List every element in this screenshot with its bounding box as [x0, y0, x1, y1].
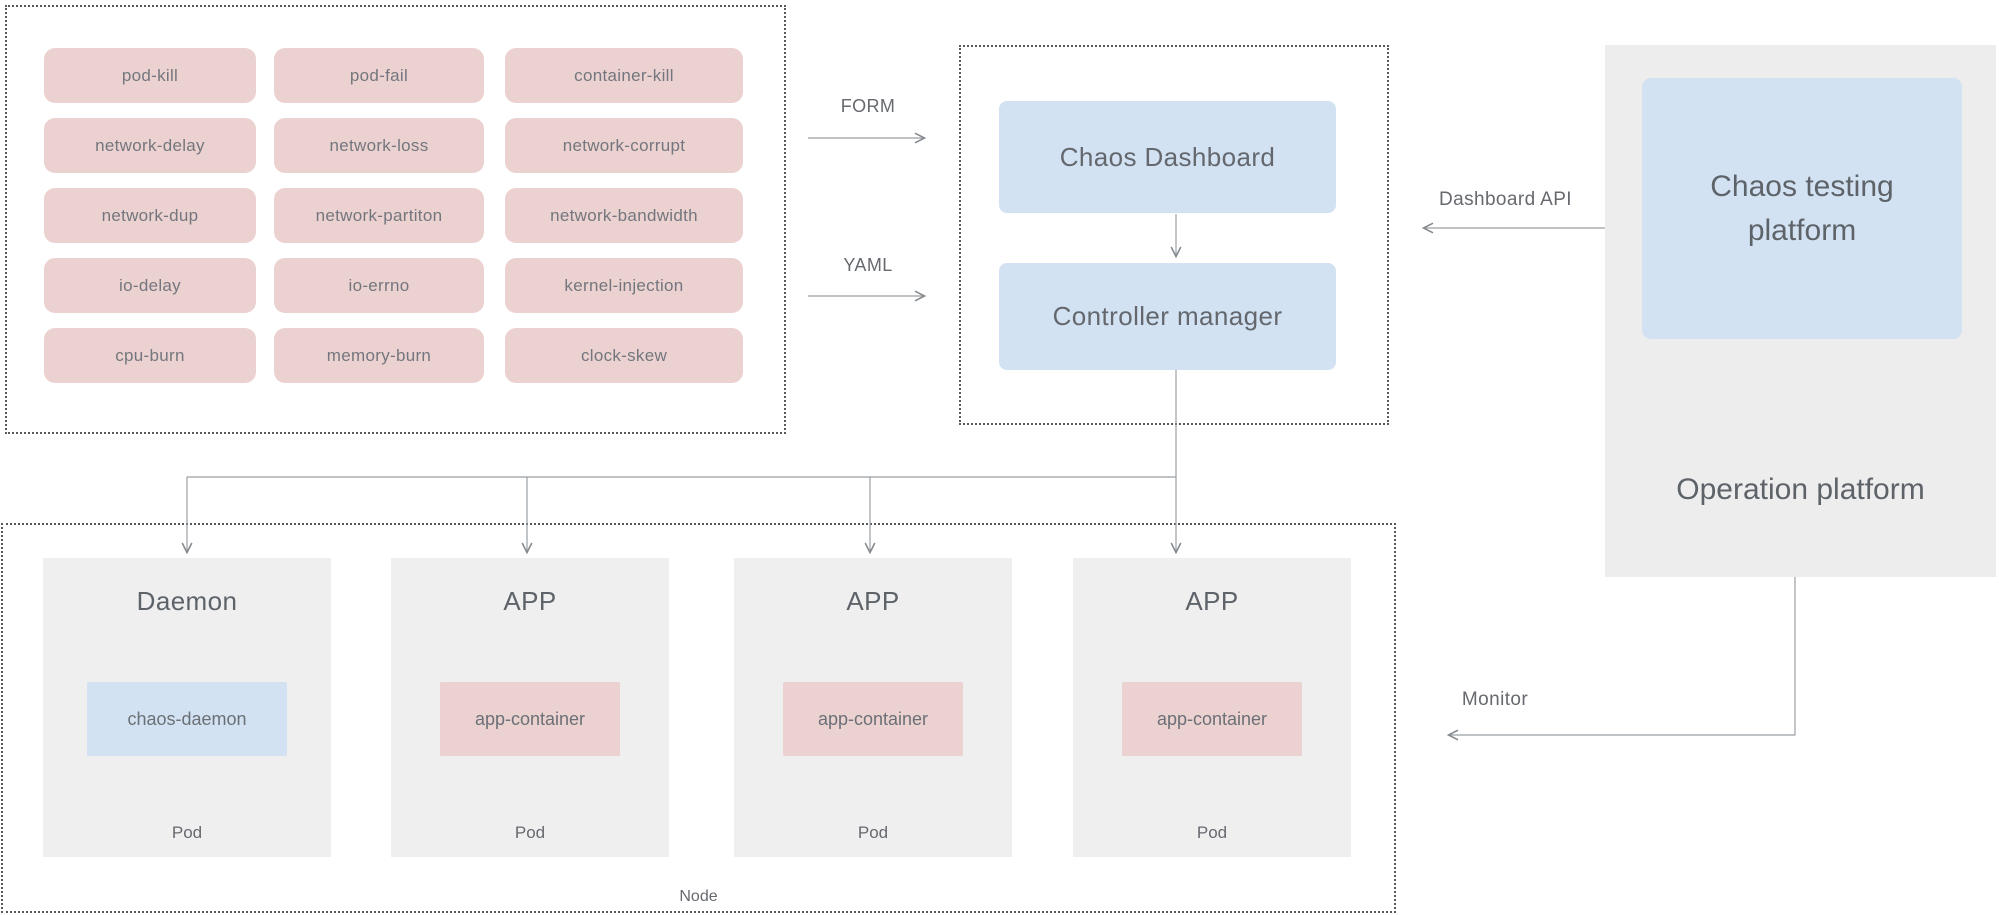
node-group: Daemon chaos-daemon Pod APP app-containe… [1, 523, 1396, 913]
chaos-daemon-container: chaos-daemon [87, 682, 287, 756]
app-pod: APP app-container Pod [734, 558, 1012, 857]
pod-title: APP [846, 586, 900, 616]
app-container: app-container [440, 682, 620, 756]
form-flow-label: FORM [840, 96, 896, 116]
experiment-chip: clock-skew [505, 328, 743, 383]
experiment-chip: io-delay [44, 258, 256, 313]
experiment-chip: network-corrupt [505, 118, 743, 173]
experiment-chip: container-kill [505, 48, 743, 103]
operation-platform-panel: Chaos testing platform Operation platfor… [1605, 45, 1996, 577]
experiment-chip: network-bandwidth [505, 188, 743, 243]
yaml-flow-label: YAML [843, 255, 893, 275]
app-pod: APP app-container Pod [1073, 558, 1351, 857]
experiment-chip: pod-kill [44, 48, 256, 103]
experiment-chip: network-delay [44, 118, 256, 173]
chaos-testing-platform-box: Chaos testing platform [1642, 78, 1962, 339]
monitor-arrow [1449, 577, 1796, 735]
dashboard-api-label: Dashboard API [1438, 189, 1572, 210]
controller-manager-box: Controller manager [999, 263, 1336, 370]
experiment-types-group: pod-kill pod-fail container-kill network… [5, 5, 786, 434]
app-container: app-container [1122, 682, 1302, 756]
pod-label: Pod [1196, 823, 1228, 842]
pod-title: Daemon [136, 586, 238, 616]
app-container: app-container [783, 682, 963, 756]
experiment-chip: memory-burn [274, 328, 484, 383]
chaos-testing-platform-label: Chaos testing platform [1710, 169, 1894, 247]
experiment-chip: network-dup [44, 188, 256, 243]
monitor-label: Monitor [1461, 689, 1529, 710]
pod-label: Pod [171, 823, 203, 842]
chaos-dashboard-box: Chaos Dashboard [999, 101, 1336, 213]
experiment-chip: io-errno [274, 258, 484, 313]
app-pod: APP app-container Pod [391, 558, 669, 857]
operation-platform-label: Operation platform [1676, 473, 1925, 506]
experiment-chip: pod-fail [274, 48, 484, 103]
node-label: Node [679, 888, 718, 905]
control-plane-group [959, 45, 1389, 425]
experiment-chip: cpu-burn [44, 328, 256, 383]
experiment-chip: network-partiton [274, 188, 484, 243]
pod-label: Pod [514, 823, 546, 842]
pod-title: APP [503, 586, 557, 616]
experiment-chip: network-loss [274, 118, 484, 173]
pod-label: Pod [857, 823, 889, 842]
experiment-chip: kernel-injection [505, 258, 743, 313]
pod-title: APP [1185, 586, 1239, 616]
daemon-pod: Daemon chaos-daemon Pod [43, 558, 331, 857]
